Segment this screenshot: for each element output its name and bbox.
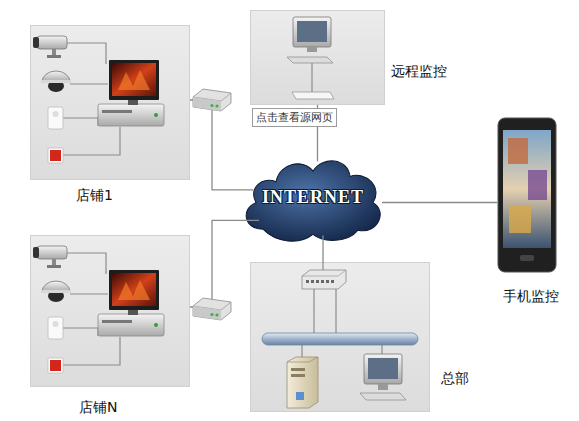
node-label: 店铺N xyxy=(79,399,117,417)
mobile-phone-part xyxy=(520,255,534,261)
network-link xyxy=(382,202,497,203)
router-icon xyxy=(193,89,231,111)
site-area: 店铺N xyxy=(30,235,190,387)
router-icon-part xyxy=(193,298,231,320)
site-area: 店铺1 xyxy=(30,25,190,180)
mobile-phone-part xyxy=(508,138,528,164)
internet-cloud: INTERNET xyxy=(238,150,388,245)
mobile-phone-part xyxy=(528,170,547,200)
mobile-phone-part xyxy=(509,205,531,233)
network-link xyxy=(190,220,259,307)
cloud-label: INTERNET xyxy=(238,150,388,245)
router-icon xyxy=(193,298,231,320)
node-label: 手机监控 xyxy=(503,288,559,306)
node-label: 总部 xyxy=(441,370,469,388)
mobile-phone-part xyxy=(503,130,551,248)
mobile-phone-part xyxy=(498,118,556,272)
device-node: 手机监控 xyxy=(497,118,557,273)
site-area: 远程监控 xyxy=(250,10,385,105)
site-area: 总部 xyxy=(250,262,430,412)
watermark-note: 点击查看源网页 xyxy=(252,108,337,127)
network-link xyxy=(190,100,253,190)
node-label: 远程监控 xyxy=(391,63,447,81)
node-label: 店铺1 xyxy=(76,187,113,205)
mobile-phone xyxy=(498,118,556,272)
router-icon-part xyxy=(193,89,231,111)
